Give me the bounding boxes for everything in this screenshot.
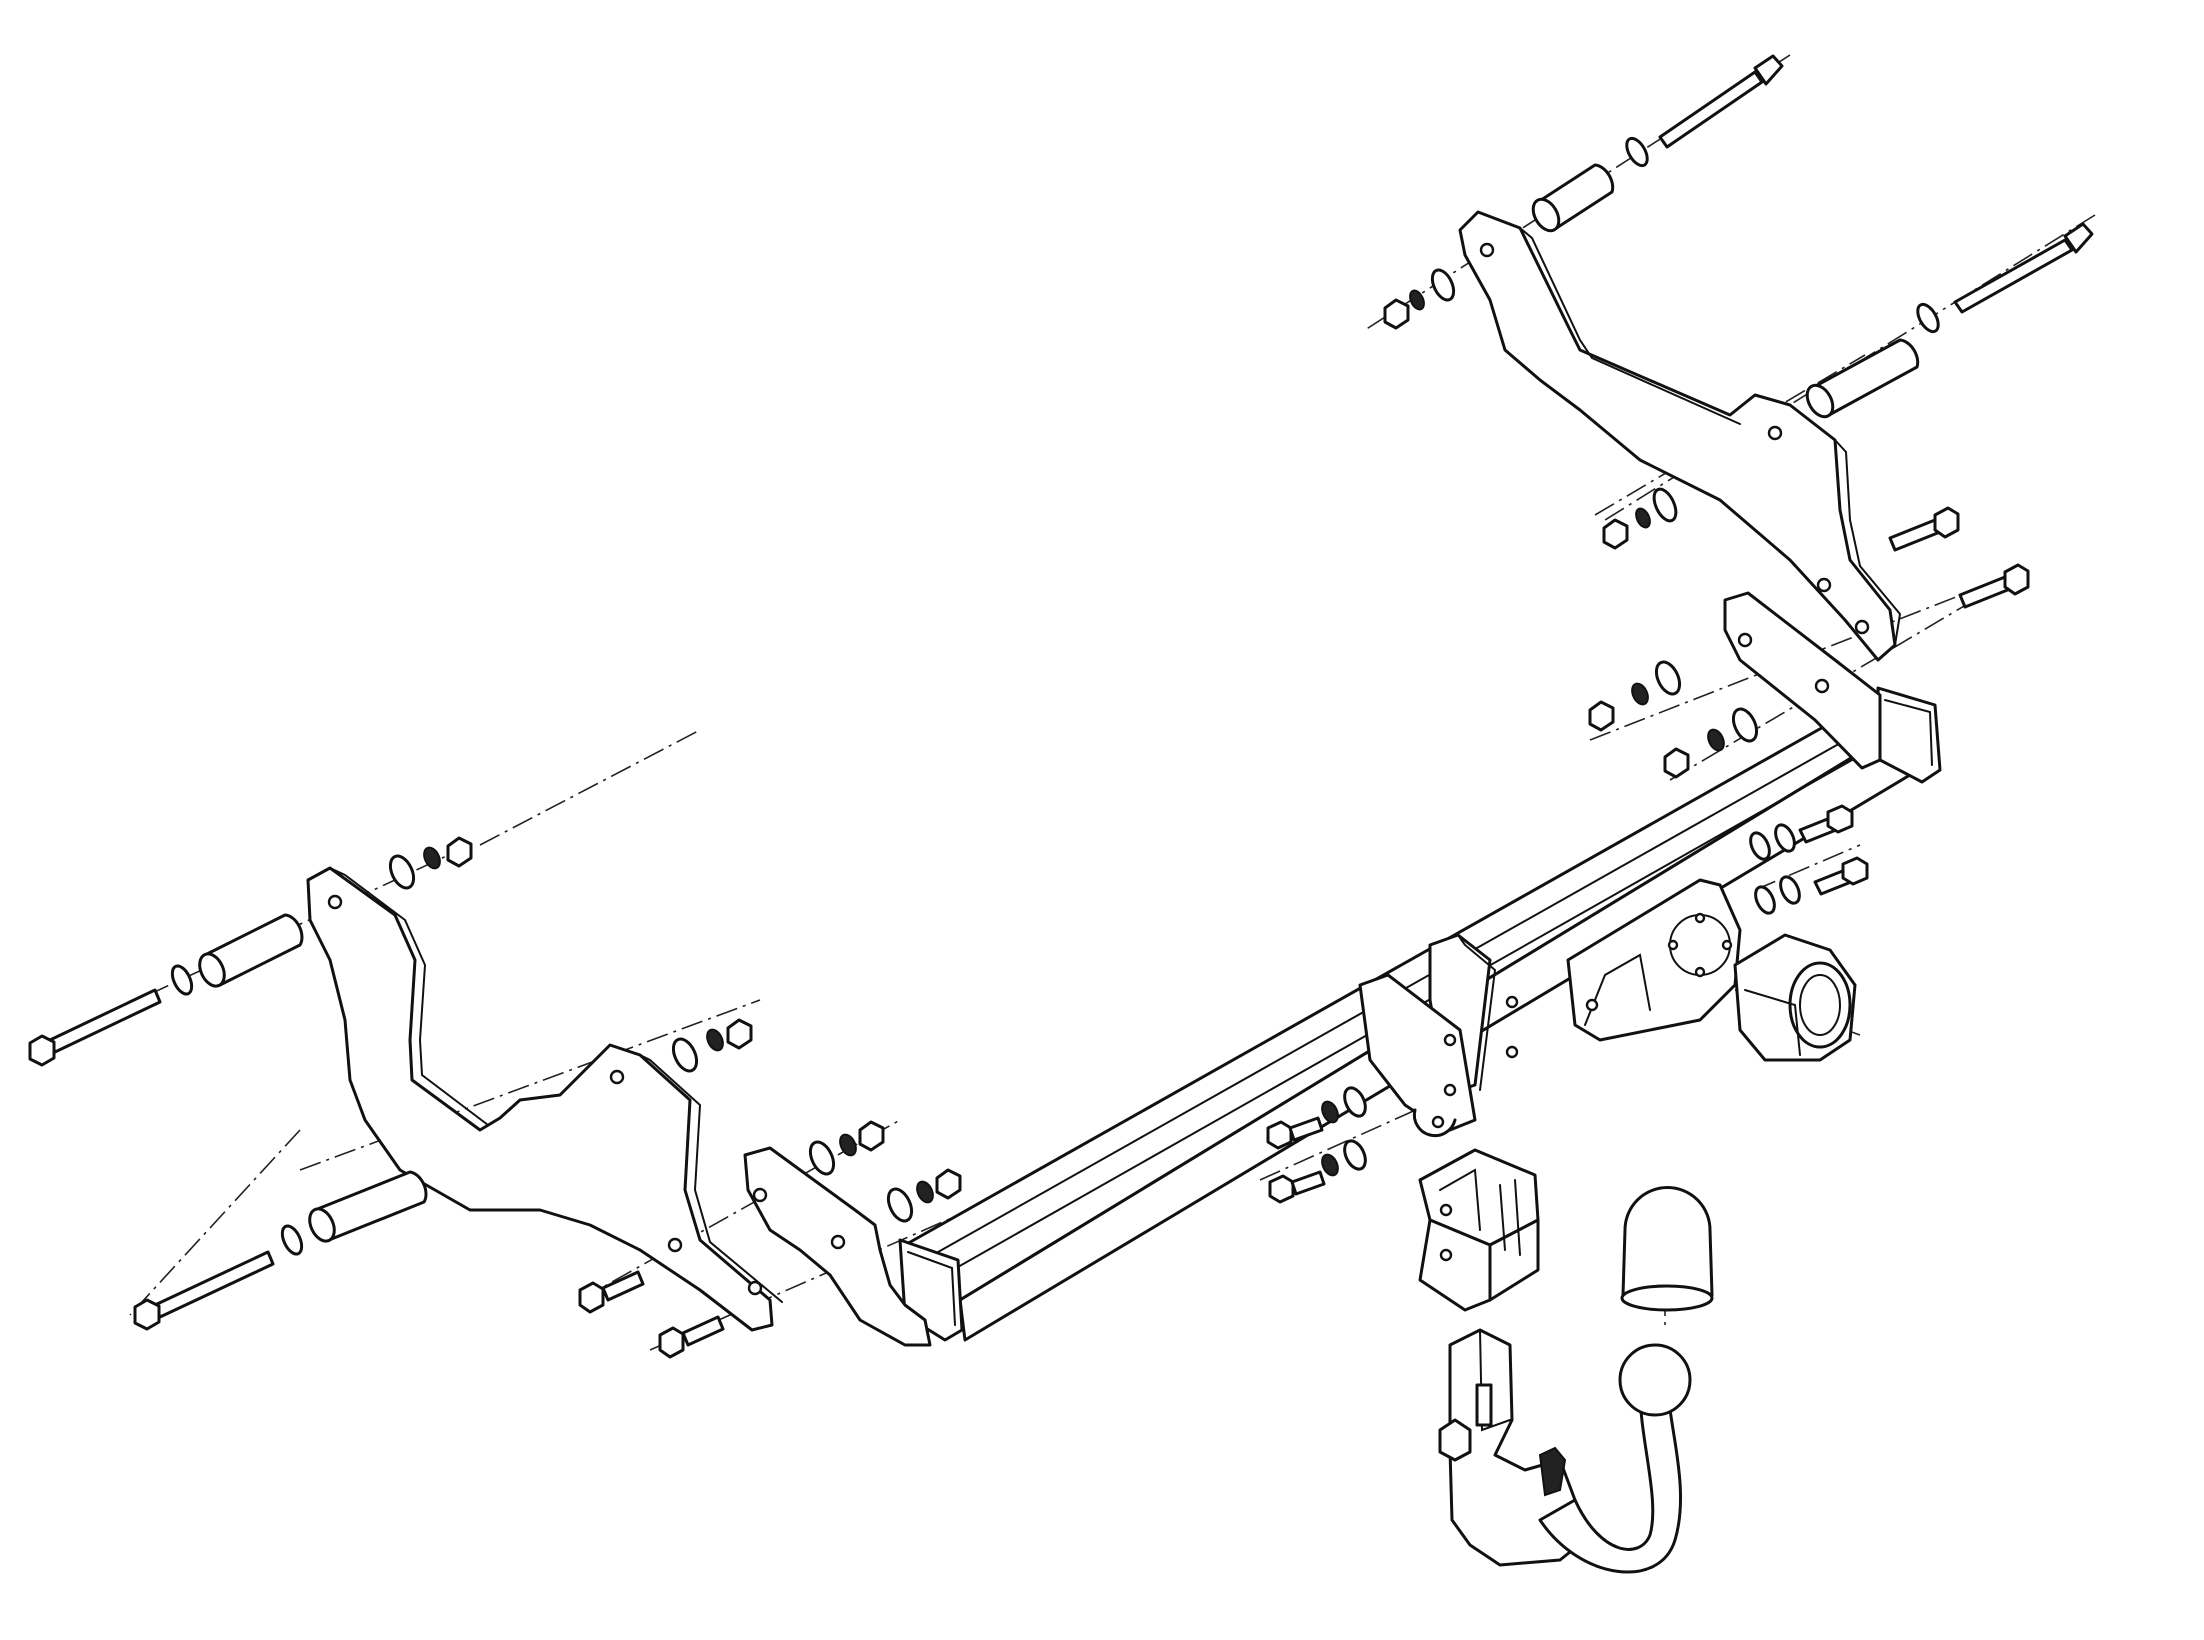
bolt-left-bracket-2	[658, 1315, 725, 1359]
bolt-left-bracket-1	[578, 1270, 645, 1314]
detachable-ball-neck	[1438, 1328, 1692, 1574]
center-plate-2	[1358, 973, 1477, 1138]
long-bolt-right-upper	[1625, 54, 1784, 168]
nut-stack-left-top	[388, 836, 473, 890]
socket-plate	[1566, 878, 1742, 1042]
bolt-socket-lower	[1754, 856, 1869, 915]
right-bracket	[1458, 210, 1902, 662]
nut-stack-crossbar-right-2	[1663, 707, 1759, 779]
bolt-right-bracket-1	[1888, 506, 1960, 552]
left-end-plate	[743, 1146, 932, 1347]
bolt-right-bracket-2	[1958, 563, 2030, 609]
nut-stack-crossbar-left-2	[886, 1168, 962, 1223]
nut-stack-right-top	[1383, 268, 1456, 330]
nut-stack-crossbar-right-1	[1588, 660, 1682, 732]
long-bolt-left-upper	[28, 964, 194, 1067]
long-bolt-right-lower	[1916, 222, 2094, 334]
nut-stack-left-middle	[671, 1018, 753, 1073]
right-end-plate	[1723, 591, 1882, 770]
right-upper-spacer-tube	[1531, 163, 1615, 233]
center-plate-holes	[1505, 995, 1519, 1059]
long-bolt-left-lower	[133, 1224, 304, 1331]
left-bracket	[306, 866, 783, 1332]
electrical-socket	[1733, 933, 1857, 1062]
left-upper-spacer-tube	[198, 913, 304, 988]
ball-cover	[1620, 1186, 1714, 1312]
bolt-center-upper	[1266, 1086, 1367, 1150]
left-lower-spacer-tube	[308, 1170, 428, 1243]
nut-stack-crossbar-left-1	[808, 1120, 885, 1176]
right-lower-spacer-tube	[1805, 338, 1920, 419]
neck-receiver	[1418, 1148, 1540, 1312]
bolt-socket-upper	[1749, 804, 1854, 861]
nut-stack-right-middle	[1602, 487, 1678, 550]
bolt-center-lower	[1268, 1139, 1367, 1204]
